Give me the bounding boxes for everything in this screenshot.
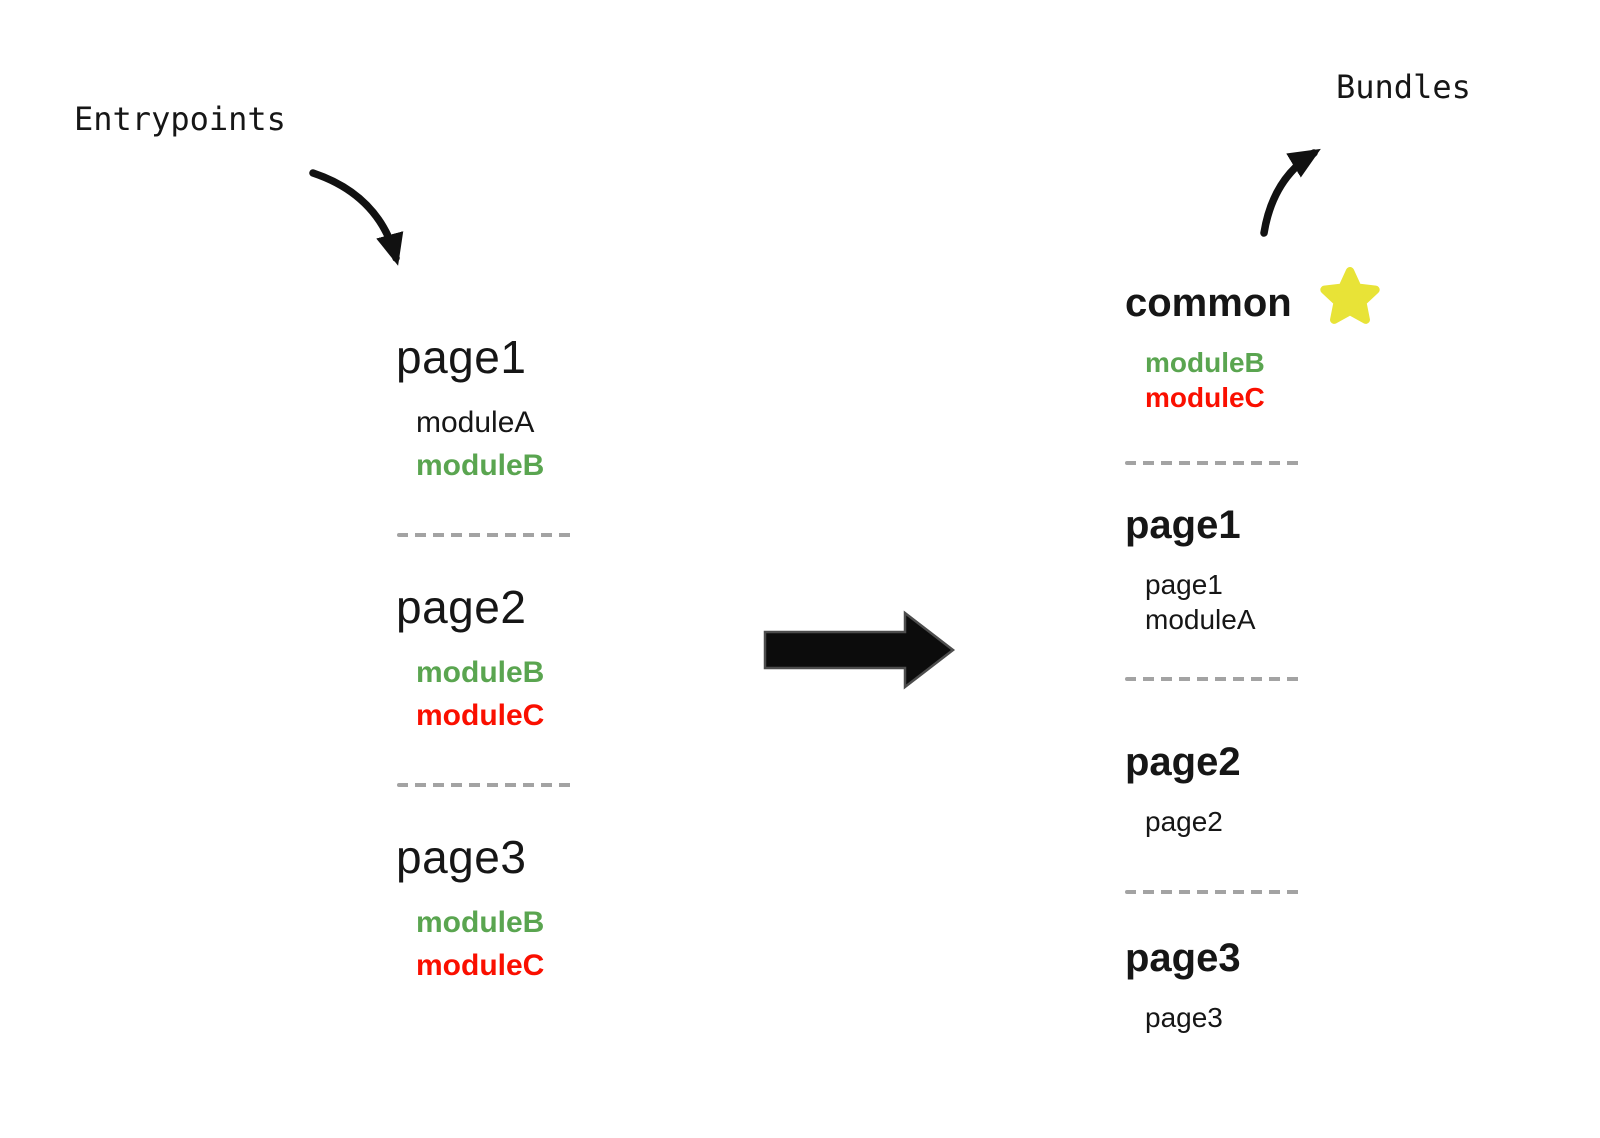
module-item: page2 [1145,806,1223,837]
module-item: moduleB [416,448,545,482]
bundle-group-page1: page1 page1 moduleA [1125,501,1256,637]
bundle-name: page2 [1125,740,1241,784]
bundle-group-page2: page2 page2 [1125,738,1241,839]
entrypoint-name: page2 [396,581,527,633]
star-icon [1320,267,1380,324]
module-item: moduleB [1145,347,1265,378]
entrypoint-group-page3: page3 moduleB moduleC [396,831,544,987]
divider [1125,677,1304,681]
module-item: page1 [1145,569,1223,600]
module-item: moduleB [416,905,545,939]
entrypoint-name: page1 [396,331,527,383]
entrypoints-label: Entrypoints [74,100,286,138]
bundle-name: page1 [1125,503,1241,547]
bundle-name: common [1125,281,1292,325]
module-item: page3 [1145,1002,1223,1033]
entrypoints-arrow-icon [309,169,404,266]
module-item: moduleA [416,405,535,439]
bundle-group-page3: page3 page3 [1125,934,1241,1035]
transform-arrow-icon [763,610,956,690]
divider [1125,890,1304,894]
module-item: moduleC [416,698,545,732]
divider [1125,461,1304,465]
entrypoint-group-page1: page1 moduleA moduleB [396,331,544,487]
bundles-label: Bundles [1336,68,1471,106]
bundle-group-common: common moduleB moduleC [1125,279,1292,415]
module-item: moduleC [1145,382,1265,413]
module-item: moduleB [416,655,545,689]
bundles-arrow-icon [1260,148,1321,237]
module-item: moduleA [1145,604,1256,635]
divider [397,533,573,537]
bundle-name: page3 [1125,936,1241,980]
divider [397,783,573,787]
entrypoint-group-page2: page2 moduleB moduleC [396,581,544,737]
module-item: moduleC [416,948,545,982]
entrypoint-name: page3 [396,831,527,883]
